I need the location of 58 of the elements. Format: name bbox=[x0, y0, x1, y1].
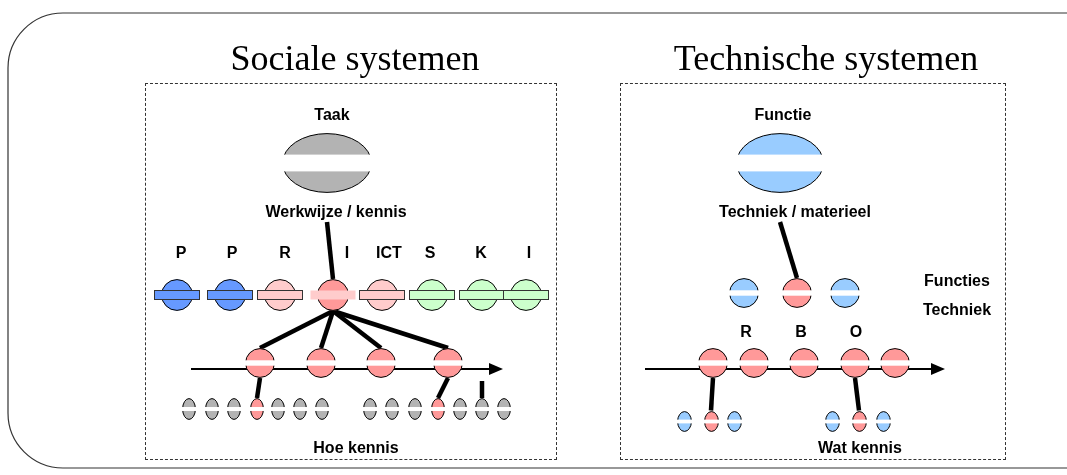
side-label: Functies Techniek bbox=[921, 271, 993, 320]
node-label: Techniek / materieel bbox=[718, 202, 872, 222]
node-letter: B bbox=[794, 322, 808, 342]
connector-line bbox=[479, 381, 485, 398]
node-letter: K bbox=[474, 243, 488, 263]
striped-oval bbox=[475, 398, 489, 420]
connector-line bbox=[318, 310, 336, 349]
connector-line bbox=[436, 377, 450, 399]
striped-oval bbox=[315, 398, 329, 420]
node-letter: R bbox=[739, 322, 753, 342]
striped-oval bbox=[205, 398, 219, 420]
connector-line bbox=[324, 221, 336, 280]
node-letter: P bbox=[174, 243, 188, 263]
striped-oval bbox=[703, 410, 719, 432]
node-letter: S bbox=[423, 243, 437, 263]
striped-circle bbox=[830, 278, 860, 308]
group-label: Hoe kennis bbox=[312, 438, 400, 458]
node-letter: ICT bbox=[375, 243, 403, 263]
node-letter: P bbox=[225, 243, 239, 263]
connector-line bbox=[254, 377, 263, 399]
striped-oval bbox=[851, 410, 867, 432]
striped-oval bbox=[293, 398, 307, 420]
striped-oval bbox=[385, 398, 399, 420]
connector-line bbox=[708, 377, 716, 411]
connector-line bbox=[777, 221, 800, 279]
node-label: Werkwijze / kennis bbox=[264, 202, 408, 222]
node-label: Functie bbox=[753, 105, 813, 125]
connector-line bbox=[852, 377, 862, 411]
node-letter: I bbox=[343, 243, 351, 263]
striped-circle bbox=[782, 278, 812, 308]
striped-oval bbox=[250, 398, 264, 420]
striped-oval bbox=[497, 398, 511, 420]
node-label: Taak bbox=[313, 105, 351, 125]
striped-oval bbox=[453, 398, 467, 420]
striped-oval bbox=[824, 410, 840, 432]
striped-circle bbox=[880, 348, 910, 378]
group-heading: Sociale systemen bbox=[229, 38, 481, 78]
group-label: Wat kennis bbox=[817, 438, 903, 458]
striped-circle bbox=[366, 348, 396, 378]
group-heading: Technische systemen bbox=[672, 38, 980, 78]
striped-circle bbox=[245, 348, 275, 378]
striped-oval bbox=[182, 398, 196, 420]
striped-oval bbox=[676, 410, 692, 432]
striped-circle bbox=[729, 278, 759, 308]
node-letter: I bbox=[525, 243, 533, 263]
striped-oval bbox=[431, 398, 445, 420]
connector-line bbox=[332, 308, 449, 351]
striped-oval bbox=[271, 398, 285, 420]
striped-circle bbox=[433, 348, 463, 378]
striped-oval bbox=[408, 398, 422, 420]
striped-oval bbox=[875, 410, 891, 432]
striped-oval bbox=[227, 398, 241, 420]
striped-oval bbox=[726, 410, 742, 432]
striped-circle bbox=[698, 348, 728, 378]
node-letter: O bbox=[848, 322, 864, 342]
node-letter: R bbox=[278, 243, 292, 263]
striped-circle bbox=[306, 348, 336, 378]
striped-oval bbox=[363, 398, 377, 420]
